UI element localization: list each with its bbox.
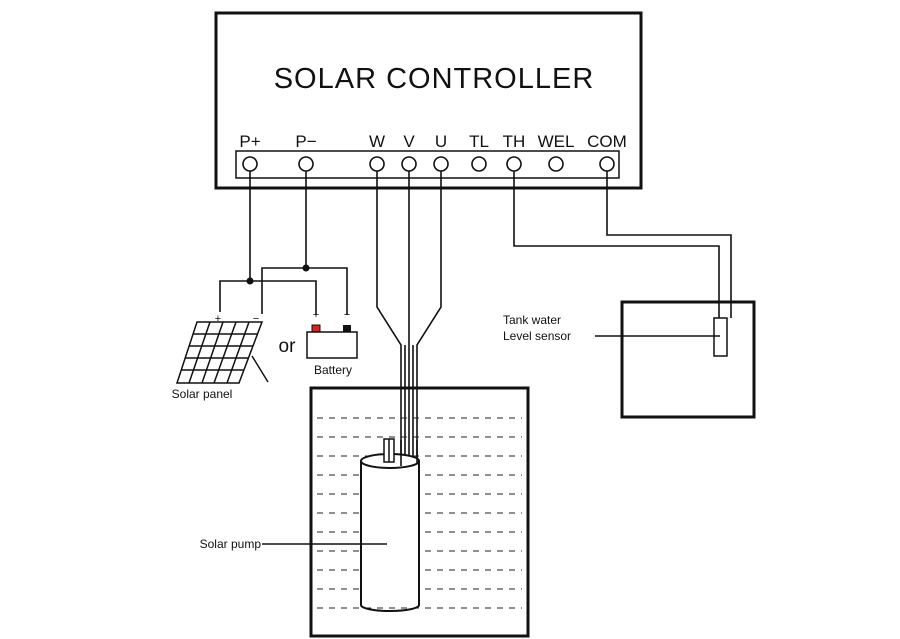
terminal-label-wel: WEL	[538, 132, 575, 151]
terminal-screw-p-plus	[242, 156, 258, 172]
terminal-screw-wel	[548, 156, 564, 172]
battery-plus-sign: +	[313, 309, 319, 321]
solar-panel-plus-sign: +	[215, 313, 221, 325]
terminal-screw-p-minus	[298, 156, 314, 172]
level-sensor	[713, 317, 728, 357]
well	[309, 386, 530, 638]
solar-controller: SOLAR CONTROLLER P+ P− W V U TL TH WEL C…	[214, 11, 643, 190]
or-text: or	[279, 336, 297, 357]
solar-pump-label: Solar pump	[200, 537, 262, 551]
solar-panel-label: Solar panel	[172, 387, 233, 401]
battery-plus-terminal	[311, 324, 321, 333]
terminal-label-com: COM	[587, 132, 627, 151]
battery-label: Battery	[314, 363, 352, 377]
terminal-label-v: V	[403, 132, 415, 151]
water-tank: Tank water Level sensor	[503, 300, 756, 419]
tank-label-line2: Level sensor	[503, 329, 571, 343]
solar-panel-frame	[175, 321, 264, 384]
terminal-label-u: U	[435, 132, 447, 151]
tank-wall	[620, 300, 756, 419]
controller-housing	[214, 11, 643, 190]
terminal-label-th: TH	[503, 132, 526, 151]
battery-body	[306, 331, 358, 359]
terminal-screw-w	[369, 156, 385, 172]
terminal-label-p-minus: P−	[295, 132, 316, 151]
terminal-label-p-plus: P+	[239, 132, 260, 151]
power-wiring	[219, 171, 348, 315]
terminal-screw-v	[401, 156, 417, 172]
terminal-screw-u	[433, 156, 449, 172]
sensor-wiring	[513, 171, 732, 318]
battery-minus-sign: −	[344, 309, 350, 321]
terminal-screw-tl	[471, 156, 487, 172]
terminal-screw-com	[599, 156, 615, 172]
pump-wiring	[376, 171, 442, 462]
solar-panel-minus-sign: −	[253, 313, 259, 325]
solar-panel: + − Solar panel	[172, 313, 269, 401]
controller-title: SOLAR CONTROLLER	[274, 63, 595, 95]
terminal-label-w: W	[369, 132, 385, 151]
well-water	[317, 417, 522, 609]
tank-label-line1: Tank water	[503, 313, 561, 327]
well-wall	[309, 386, 530, 638]
terminal-label-tl: TL	[469, 132, 489, 151]
terminal-strip	[235, 150, 620, 179]
pump-bottom	[360, 604, 420, 612]
pump-body-fill	[361, 461, 419, 605]
battery-minus-terminal	[343, 325, 351, 332]
battery: + − Battery	[306, 309, 358, 377]
terminal-screw-th	[506, 156, 522, 172]
solar-pump: Solar pump	[200, 438, 420, 612]
